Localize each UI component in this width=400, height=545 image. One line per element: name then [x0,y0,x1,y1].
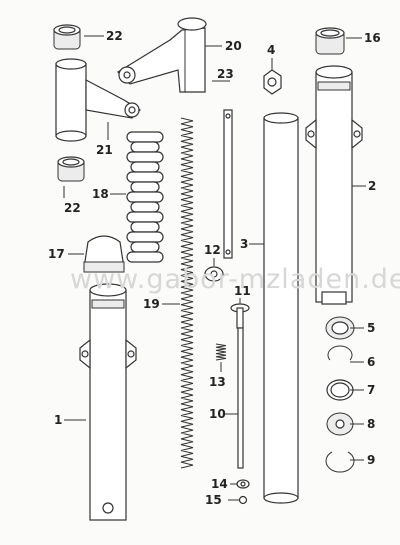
part-17-dust-cap [83,235,125,273]
boot-fold [126,251,164,263]
boot-fold [130,141,160,153]
part-labels: 22 20 4 16 23 21 22 18 2 17 12 3 11 19 5… [48,29,381,507]
part-5-seal-ring [325,316,355,340]
part-16-bushing-top-right [315,27,345,55]
leader-lines [63,35,366,501]
part-14-nut [236,479,250,489]
boot-fold [130,221,160,233]
label-19: 19 [143,297,160,311]
label-8: 8 [367,417,375,431]
part-22-bushing-lower [57,156,85,182]
part-15-small-washer [238,495,248,505]
label-14: 14 [211,477,228,491]
label-5: 5 [367,321,375,335]
part-3-fork-tube [263,112,299,504]
label-11: 11 [234,284,251,298]
boot-fold [130,161,160,173]
boot-fold [126,171,164,183]
part-13-small-spring [215,343,227,361]
boot-fold [130,241,160,253]
boot-fold [130,181,160,193]
boot-fold [126,131,164,143]
label-4: 4 [267,43,275,57]
part-20-upper-bracket [117,17,207,93]
boot-fold [126,231,164,243]
label-6: 6 [367,355,375,369]
label-18: 18 [92,187,109,201]
label-7: 7 [367,383,375,397]
part-21-lower-bracket [55,58,141,142]
part-6-circlip [327,345,353,361]
label-13: 13 [209,375,226,389]
part-1-left-slider [79,283,137,521]
label-22-lower: 22 [64,201,81,215]
label-3: 3 [240,237,248,251]
part-23-rod [223,109,233,259]
label-17: 17 [48,247,65,261]
label-2: 2 [368,179,376,193]
part-18-rubber-boot [126,131,164,263]
label-12: 12 [204,243,221,257]
label-15: 15 [205,493,222,507]
part-9-snap-ring [325,451,355,473]
part-4-nut [263,69,282,95]
label-20: 20 [225,39,242,53]
label-10: 10 [209,407,226,421]
part-8-valve-disc [326,412,354,436]
label-9: 9 [367,453,375,467]
spring-coil [180,117,194,469]
label-22-top: 22 [106,29,123,43]
part-22-bushing-top [53,24,81,50]
part-10-damper-rod [237,327,244,469]
boot-fold [126,151,164,163]
boot-fold [126,211,164,223]
part-2-right-slider [305,65,363,305]
part-7-ring [326,379,354,401]
label-1: 1 [54,413,62,427]
boot-fold [126,191,164,203]
boot-fold [130,201,160,213]
label-21: 21 [96,143,113,157]
watermark-text: www.gabor-mzladen.de [70,264,400,295]
part-19-spring [180,117,194,469]
part-11-damper-head [230,303,250,329]
label-23: 23 [217,67,234,81]
small-spring-coil [215,343,227,361]
label-16: 16 [364,31,381,45]
part-12-washer [204,266,224,282]
